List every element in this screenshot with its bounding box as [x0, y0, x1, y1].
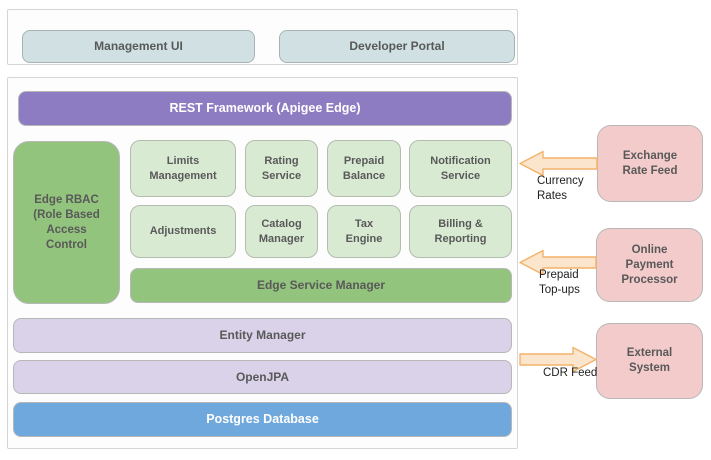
- management-ui-box: Management UI: [22, 30, 255, 63]
- service-box-prepaid-balance: Prepaid Balance: [327, 140, 401, 197]
- entity-manager-bar: Entity Manager: [13, 318, 512, 353]
- service-box-catalog-manager: Catalog Manager: [245, 205, 318, 258]
- service-box-rating-service: Rating Service: [245, 140, 318, 197]
- exchange-rate-feed-label: Exchange Rate Feed: [622, 149, 678, 177]
- arrow-left-icon: [519, 249, 597, 276]
- service-box-notification-service: Notification Service: [409, 140, 512, 197]
- service-box-adjustments: Adjustments: [130, 205, 236, 258]
- arrow-right-icon: [519, 346, 597, 373]
- openjpa-bar: OpenJPA: [13, 360, 512, 394]
- tax-engine-label: Tax Engine: [345, 217, 383, 245]
- developer-portal-label: Developer Portal: [349, 39, 445, 53]
- billing-reporting-label: Billing & Reporting: [434, 217, 487, 245]
- management-ui-label: Management UI: [94, 39, 183, 53]
- cdr-feed-label: CDR Feed: [543, 367, 598, 379]
- rest-framework-label: REST Framework (Apigee Edge): [169, 101, 361, 115]
- openjpa-label: OpenJPA: [235, 369, 290, 384]
- online-payment-processor-label: Online Payment Processor: [621, 243, 678, 286]
- catalog-manager-label: Catalog Manager: [258, 217, 305, 245]
- edge-rbac-box: Edge RBAC (Role Based Access Control: [13, 141, 120, 304]
- prepaid-balance-label: Prepaid Balance: [342, 154, 386, 182]
- postgres-database-label: Postgres Database: [206, 412, 319, 426]
- edge-service-manager-label: Edge Service Manager: [256, 278, 386, 292]
- postgres-database-bar: Postgres Database: [13, 402, 512, 437]
- prepaid-topups-label: Prepaid Top-ups: [539, 269, 580, 296]
- exchange-rate-feed-box: Exchange Rate Feed: [597, 125, 703, 202]
- entity-manager-label: Entity Manager: [219, 328, 306, 342]
- limits-management-label: Limits Management: [149, 154, 217, 182]
- developer-portal-box: Developer Portal: [279, 30, 515, 63]
- service-box-tax-engine: Tax Engine: [327, 205, 401, 258]
- online-payment-processor-box: Online Payment Processor: [596, 228, 703, 302]
- rest-framework-bar: REST Framework (Apigee Edge): [18, 91, 512, 126]
- adjustments-label: Adjustments: [149, 225, 217, 237]
- external-system-box: External System: [596, 323, 703, 399]
- service-box-limits-management: Limits Management: [130, 140, 236, 197]
- arrow-left-icon: [519, 150, 598, 177]
- service-box-billing-reporting: Billing & Reporting: [409, 205, 512, 258]
- external-system-label: External System: [626, 347, 673, 374]
- client-layer-panel: Management UI Developer Portal: [7, 9, 518, 65]
- currency-rates-label: Currency Rates: [537, 175, 584, 202]
- rating-service-label: Rating Service: [261, 154, 302, 182]
- edge-rbac-label: Edge RBAC (Role Based Access Control: [33, 193, 100, 251]
- notification-service-label: Notification Service: [430, 154, 491, 182]
- edge-service-manager-bar: Edge Service Manager: [130, 268, 512, 303]
